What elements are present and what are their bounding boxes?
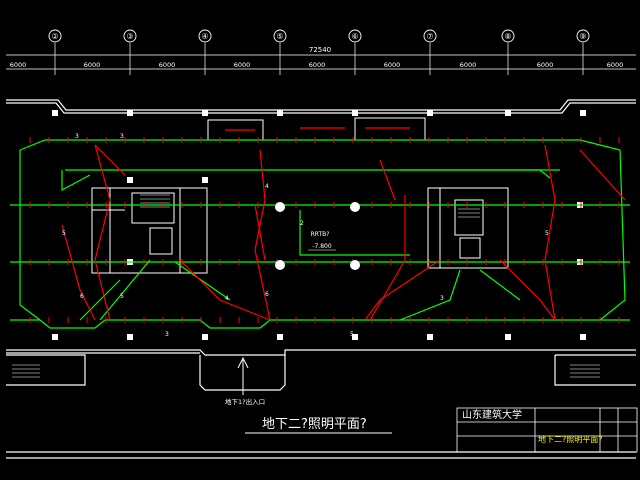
bay-dimension: 6000 (234, 61, 251, 69)
column (127, 177, 133, 183)
entrance-label: 地下1?出入口 (225, 397, 265, 406)
axis-label: ⑤ (276, 32, 283, 41)
column (52, 334, 58, 340)
axis-bubble (348, 29, 362, 43)
core-right (427, 187, 509, 269)
circuit-number: 4 (265, 183, 269, 190)
green-circuits (10, 139, 630, 329)
circuit-number: 5 (62, 230, 66, 237)
dimension-lines (6, 54, 636, 70)
drawing-title: 地下二?照明平面? (262, 417, 367, 432)
round-lamps (275, 202, 360, 270)
red-circuits (61, 127, 626, 321)
axis-label: ⑧ (504, 32, 511, 41)
title-block (456, 407, 638, 453)
light-fixtures (29, 137, 620, 323)
column (277, 110, 283, 116)
column (127, 334, 133, 340)
column (505, 110, 511, 116)
axis-label: ⑨ (579, 32, 586, 41)
circuit-number: 3 (440, 295, 444, 302)
bay-dimension: 6000 (309, 61, 326, 69)
axis-label: ④ (201, 32, 208, 41)
column (580, 110, 586, 116)
axis-bubble (501, 29, 515, 43)
overall-dimension: 72540 (309, 46, 331, 54)
bay-dimension: 6000 (607, 61, 624, 69)
column (202, 110, 208, 116)
axis-bubble (48, 29, 62, 43)
circuit-number: 3 (120, 133, 124, 140)
circuit-number: 5 (120, 293, 124, 300)
axis-bubble (273, 29, 287, 43)
circuit-number: 3 (75, 133, 79, 140)
structural-columns (52, 110, 586, 340)
circuit-number: 5 (545, 230, 549, 237)
bay-dimension: 6000 (84, 61, 101, 69)
bay-dimensions: 6000 6000 6000 6000 6000 6000 6000 6000 6000 (10, 61, 624, 69)
column (427, 110, 433, 116)
bay-dimension: 6000 (384, 61, 401, 69)
title-block-sheet-name: 地下二?照明平面? (538, 434, 603, 444)
axis-bubble (423, 29, 437, 43)
circuit-number: 3 (165, 331, 169, 338)
building-walls (6, 99, 636, 459)
title-block-institution: 山东建筑大学 (462, 408, 522, 421)
circuit-number: 2 (300, 220, 304, 227)
column (580, 334, 586, 340)
axis-bubble (198, 29, 212, 43)
circuit-number: 6 (265, 291, 269, 298)
circuit-number: 6 (80, 293, 84, 300)
column (202, 334, 208, 340)
column (52, 110, 58, 116)
entrance-arrow (237, 356, 249, 395)
circuit-number: 4 (225, 295, 229, 302)
axis-label: ⑥ (351, 32, 358, 41)
axis-grid: ② ③ ④ ⑤ ⑥ ⑦ ⑧ ⑨ (48, 29, 590, 75)
column (352, 334, 358, 340)
axis-label: ② (51, 32, 58, 41)
column (127, 110, 133, 116)
axis-label: ⑦ (426, 32, 433, 41)
room-label: RRTB? (311, 231, 330, 238)
bay-dimension: 6000 (10, 61, 27, 69)
bay-dimension: 6000 (159, 61, 176, 69)
top-rooms (207, 117, 426, 141)
axis-label: ③ (126, 32, 133, 41)
bay-dimension: 6000 (537, 61, 554, 69)
axis-bubble (123, 29, 137, 43)
axis-bubble (576, 29, 590, 43)
column (202, 177, 208, 183)
column (277, 334, 283, 340)
circuit-number: 5 (350, 331, 354, 338)
elevation-label: -7.800 (312, 243, 332, 250)
column (505, 334, 511, 340)
circuit-numbers: 3 3 4 5 6 4 5 6 2 5 3 5 3 (62, 133, 549, 338)
bay-dimension: 6000 (460, 61, 477, 69)
column (427, 334, 433, 340)
column (352, 110, 358, 116)
